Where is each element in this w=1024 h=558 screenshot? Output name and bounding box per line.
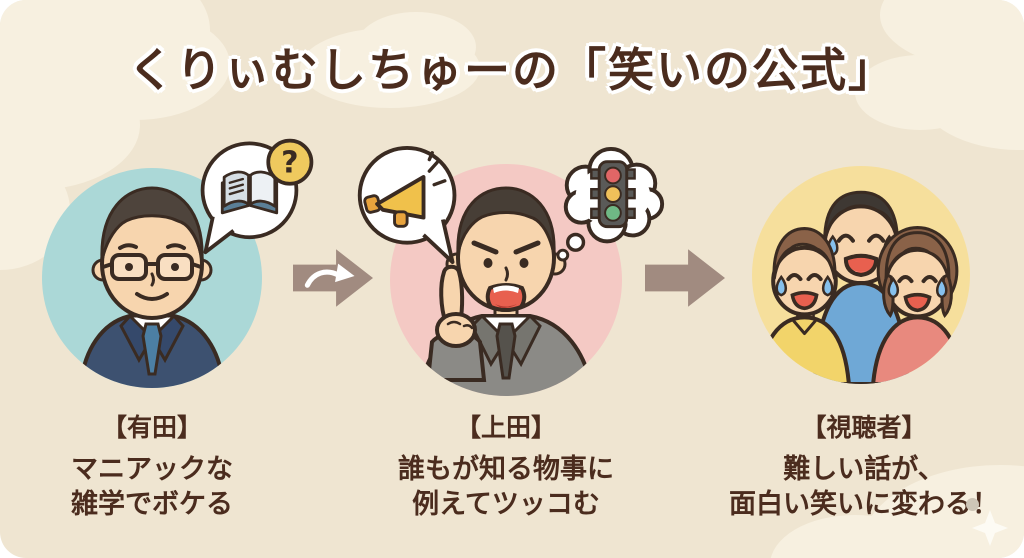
speech-bubble-book: ?	[200, 138, 314, 255]
caption-arita-name: 【有田】	[101, 413, 202, 442]
cloud	[356, 12, 476, 82]
megaphone-icon	[363, 151, 447, 228]
traffic-light-icon	[590, 160, 636, 229]
question-mark-icon: ?	[266, 138, 314, 186]
viewers-illustration	[756, 190, 966, 384]
cloud	[855, 55, 985, 130]
caption-viewers: 【視聴者】 難しい話が、 面白い笑いに変わる！	[718, 408, 1010, 522]
caption-arita-line1: マニアックな	[71, 454, 233, 485]
speech-bubble-megaphone	[357, 146, 457, 264]
page-title: くりぃむしちゅーの「笑いの公式」	[128, 43, 896, 97]
caption-ueda-line1: 誰もが知る物事に	[398, 454, 614, 485]
arrow-right-icon	[645, 249, 725, 307]
viewers-avatar-circle	[752, 166, 970, 384]
caption-arita-line2: 雑学でボケる	[71, 489, 233, 520]
thought-bubble-traffic-light	[556, 146, 665, 262]
arita-avatar-circle	[42, 168, 262, 388]
caption-viewers-line2: 面白い笑いに変わる！	[729, 489, 999, 520]
caption-ueda-line2: 例えてツッコむ	[412, 489, 600, 520]
arita-illustration	[78, 186, 226, 388]
arrow-right-icon	[293, 249, 373, 307]
caption-viewers-line1: 難しい話が、	[783, 454, 945, 485]
caption-ueda-name: 【上田】	[455, 413, 556, 442]
caption-arita: 【有田】 マニアックな 雑学でボケる	[22, 408, 282, 522]
caption-ueda: 【上田】 誰もが知る物事に 例えてツッコむ	[360, 408, 652, 522]
sparkle-icon	[972, 510, 1008, 546]
sparkle-dot	[966, 498, 979, 511]
caption-viewers-name: 【視聴者】	[801, 413, 927, 442]
open-book-icon	[220, 170, 279, 215]
svg-text:?: ?	[281, 145, 298, 180]
